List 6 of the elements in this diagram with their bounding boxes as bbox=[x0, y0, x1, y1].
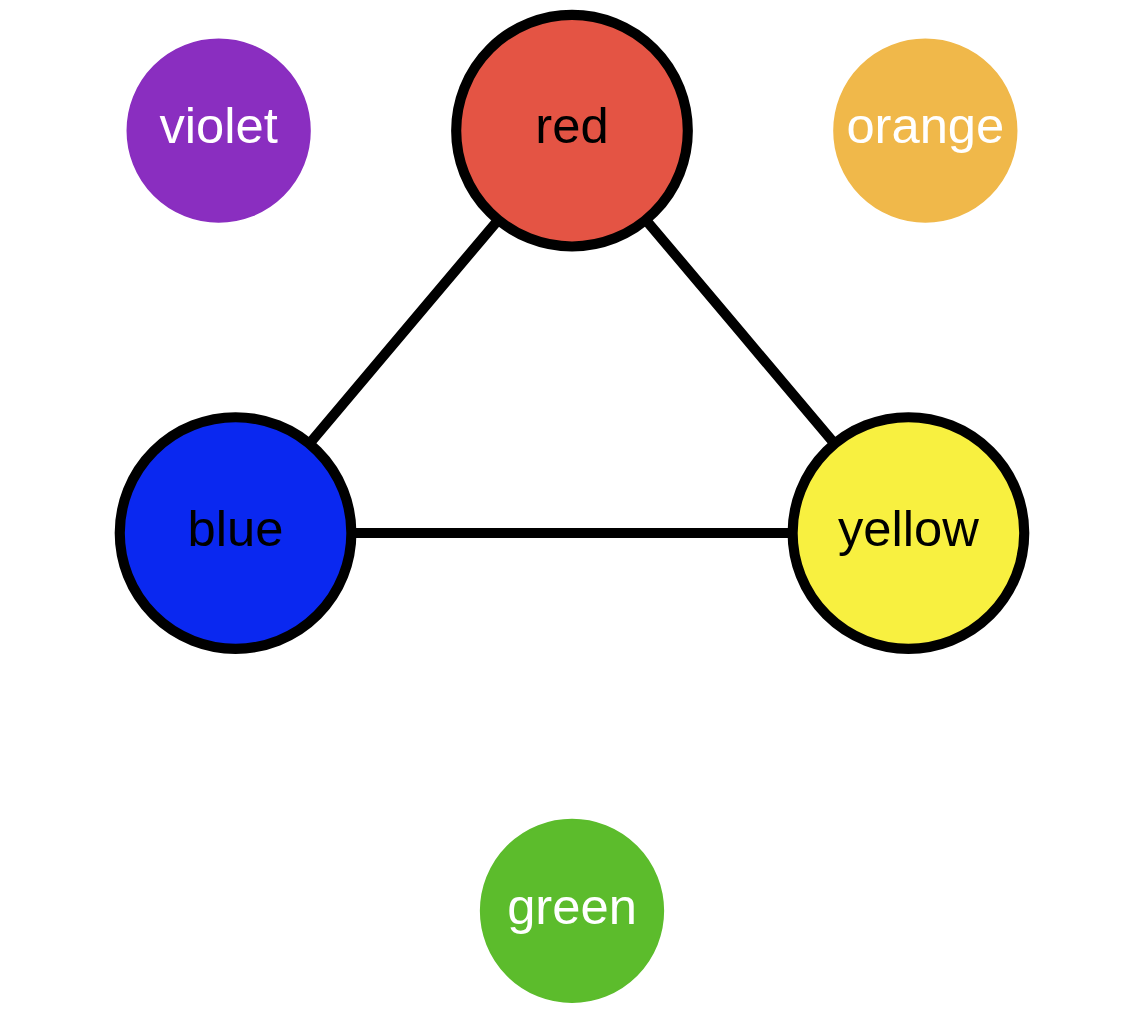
node-circle: blue bbox=[114, 412, 356, 654]
node-circle: violet bbox=[126, 38, 311, 223]
node-circle: yellow bbox=[787, 412, 1029, 654]
node-circle: green bbox=[479, 818, 664, 1003]
node-circle: orange bbox=[832, 38, 1017, 223]
node-circle: red bbox=[450, 9, 693, 252]
